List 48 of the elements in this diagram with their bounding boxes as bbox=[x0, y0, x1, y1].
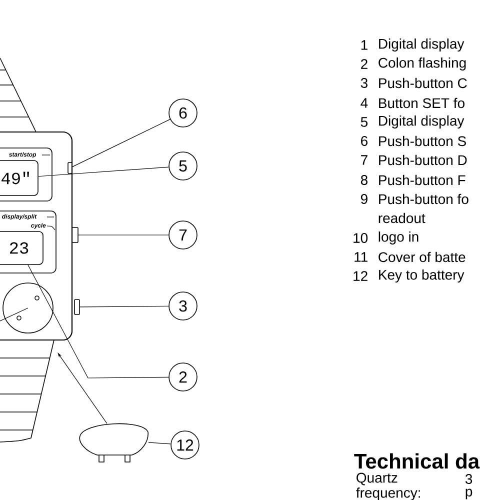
battery-cover bbox=[2, 282, 54, 334]
watch-case bbox=[0, 131, 73, 341]
push-button bbox=[72, 227, 78, 243]
item-text: Push-button F bbox=[379, 174, 466, 186]
key-drawing bbox=[79, 423, 148, 462]
callout-number: 5 bbox=[168, 152, 198, 180]
leader-line bbox=[38, 166, 169, 177]
item-text: Key to battery bbox=[379, 269, 464, 283]
spec-text: Quartz bbox=[356, 472, 398, 486]
item-text: readout bbox=[378, 212, 426, 224]
item-text: Colon flashing bbox=[378, 57, 466, 71]
item-number: 8 bbox=[360, 175, 368, 185]
push-button bbox=[74, 299, 80, 315]
leader-line bbox=[0, 308, 28, 322]
item-number: 12 bbox=[354, 271, 368, 281]
item-number: 9 bbox=[360, 194, 368, 204]
item-number: 2 bbox=[361, 59, 368, 69]
item-number: 10 bbox=[354, 233, 368, 243]
callout-number: 3 bbox=[168, 292, 198, 320]
item-text: Push-button fo bbox=[379, 194, 468, 204]
item-text: Push-button S bbox=[379, 136, 466, 146]
item-text: Push-button D bbox=[379, 154, 467, 166]
leader-line bbox=[148, 442, 171, 444]
spec-text: p bbox=[466, 488, 472, 500]
digital-display: 23 bbox=[0, 231, 44, 265]
leader-line bbox=[72, 119, 170, 168]
section-heading: Technical da bbox=[354, 453, 480, 469]
item-number: 11 bbox=[354, 252, 368, 262]
item-number: 7 bbox=[361, 155, 368, 165]
item-number: 6 bbox=[361, 136, 368, 146]
item-number: 4 bbox=[360, 98, 368, 108]
callout-number: 7 bbox=[168, 220, 198, 250]
item-text: Button SET fo bbox=[379, 98, 464, 108]
callout-number: 2 bbox=[168, 362, 198, 392]
item-text: Cover of batte bbox=[378, 252, 466, 262]
item-number: 5 bbox=[360, 117, 368, 127]
digital-display: 49" bbox=[0, 160, 38, 196]
spec-text: 3 bbox=[465, 474, 472, 484]
item-text: Push-button C bbox=[379, 78, 467, 88]
leader-line bbox=[78, 234, 169, 236]
item-number: 3 bbox=[360, 78, 368, 88]
item-text: logo in bbox=[378, 231, 418, 245]
leader-line bbox=[80, 306, 169, 308]
item-number: 1 bbox=[361, 40, 368, 50]
item-text: Digital display bbox=[379, 38, 464, 52]
callout-number: 6 bbox=[168, 98, 198, 128]
callout-number: 12 bbox=[170, 430, 200, 460]
item-text: Digital display bbox=[379, 115, 464, 129]
